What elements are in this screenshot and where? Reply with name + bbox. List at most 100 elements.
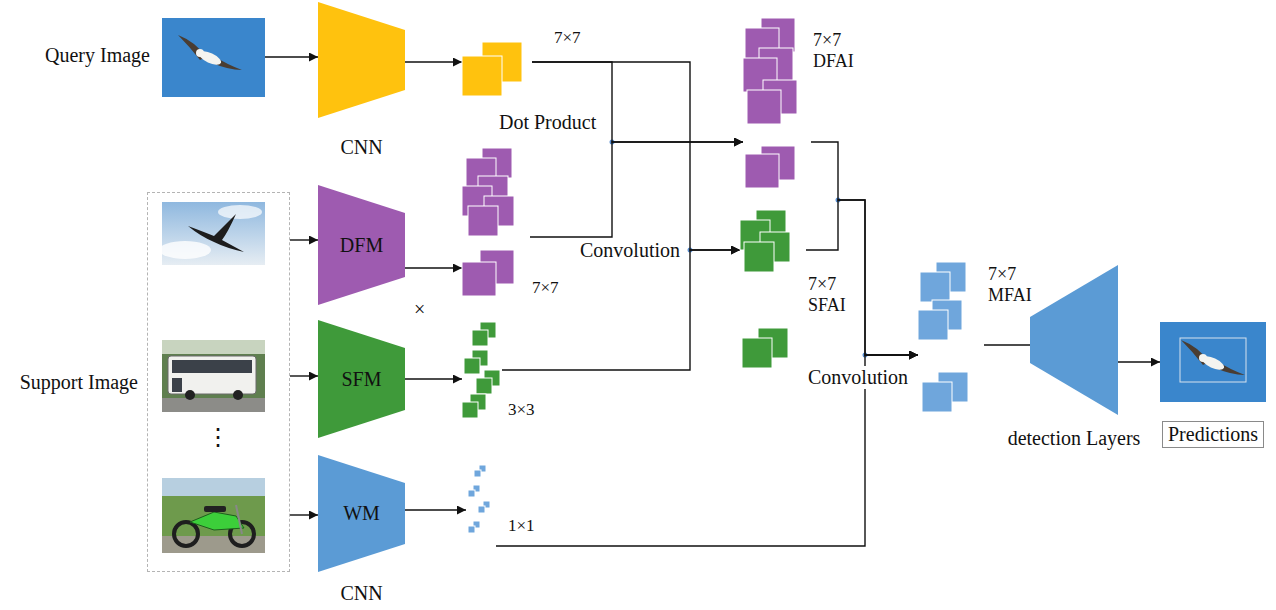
label-holder: Convolution (806, 366, 910, 389)
support-bus-photo (233, 390, 243, 400)
node-caption: 3×3 (508, 400, 548, 420)
feature-stack (740, 210, 806, 385)
text-holder: Support Image (3, 371, 138, 394)
cnn-backbone: CNN (318, 2, 405, 118)
feature-square (742, 338, 772, 368)
feature-square (468, 206, 498, 236)
gull-figure (178, 35, 206, 60)
feature-square (476, 378, 492, 394)
feature-square (462, 56, 502, 96)
connector (502, 250, 740, 370)
node-caption: CNN (298, 136, 425, 159)
module-shape (318, 455, 405, 572)
support-motorcycle-photo (204, 506, 226, 512)
node-caption: 1×1 (508, 516, 548, 536)
feature-square (918, 310, 948, 340)
connector (290, 514, 318, 515)
support-motorcycle-photo (162, 478, 265, 496)
text-holder: Query Image (10, 44, 150, 67)
feature-square (468, 490, 475, 497)
operation-label: Convolution (578, 239, 682, 262)
connector (290, 375, 318, 376)
module-name: DFM (340, 234, 383, 257)
text-holder: WM (318, 455, 405, 572)
text-holder: 7×7 DFAI (813, 30, 865, 71)
feature-square (468, 526, 475, 533)
module-shape (318, 185, 405, 305)
label-holder: Convolution (578, 239, 682, 262)
node-caption: 7×7 DFAI (813, 30, 865, 71)
feature-square (747, 90, 781, 124)
query-photo (162, 18, 265, 97)
feature-square (462, 402, 478, 418)
support-set: Support Image (147, 192, 290, 572)
text-holder: 3×3 (508, 400, 548, 420)
node-caption: Predictions (1162, 421, 1264, 448)
gull-figure (1181, 340, 1245, 375)
support-bus-photo (162, 340, 265, 412)
feature-square (478, 506, 485, 513)
connector (405, 267, 462, 268)
sfai-feature-map: 7×7 SFAI (740, 210, 806, 385)
trapezoid-block (1030, 265, 1118, 415)
text-holder: 7×7 MFAI (988, 264, 1040, 305)
query-image: Query Image (162, 18, 265, 97)
module-shape (1030, 265, 1118, 415)
support-bus-photo (168, 356, 256, 394)
dfm-module: DFM (318, 185, 405, 305)
text-holder: CNN (298, 136, 425, 159)
ellipsis-mark: ⋮ (206, 424, 230, 452)
text-holder: 7×7 SFAI (808, 274, 860, 315)
text-holder: DFM (318, 185, 405, 305)
node-caption: Query Image (10, 44, 150, 67)
wm-module: WMCNN (318, 455, 405, 572)
module-name: SFM (341, 368, 381, 391)
operation-label: Convolution (806, 366, 910, 389)
text-holder: 7×7 (554, 28, 594, 48)
gull-figure (196, 49, 204, 57)
connector (405, 61, 462, 62)
operation-label: Dot Product (497, 111, 598, 134)
text-holder: SFM (318, 320, 405, 438)
text-holder: detection Layers (990, 427, 1158, 450)
node-caption: CNN (298, 582, 425, 605)
support-motorcycle-photo (162, 478, 265, 553)
text-holder: 7×7 (532, 278, 572, 298)
connector (265, 56, 318, 57)
node-caption: 7×7 MFAI (988, 264, 1040, 305)
support-motorcycle-photo (174, 522, 198, 546)
feature-stack (466, 462, 496, 552)
module-shape (318, 2, 405, 118)
module-name: WM (343, 502, 380, 525)
label-holder: × (414, 298, 425, 321)
node-caption: Support Image (3, 371, 138, 394)
text-holder: Predictions (1148, 421, 1276, 448)
support-bus-photo (172, 378, 182, 392)
gull-figure (1199, 354, 1207, 362)
sfm-kernel: 3×3 (462, 318, 502, 418)
support-bird-photo (188, 214, 244, 252)
support-motorcycle-photo (236, 505, 242, 534)
sfm-module: SFM (318, 320, 405, 438)
connector (496, 355, 918, 546)
detection-layers: detection Layers (1030, 265, 1118, 415)
connector (532, 62, 740, 250)
prediction-photo (1160, 322, 1266, 402)
gull-figure (1181, 340, 1209, 365)
connector (405, 509, 466, 510)
connector (984, 344, 1030, 345)
module-shape (318, 320, 405, 438)
support-bus-photo (162, 340, 265, 354)
query-photo (162, 18, 265, 97)
node-caption: 7×7 (532, 278, 572, 298)
support-bus-photo (162, 340, 265, 412)
node-caption: 7×7 (554, 28, 594, 48)
prediction-output: Predictions (1160, 322, 1266, 402)
feature-stack (743, 18, 811, 188)
support-bus-photo (172, 360, 252, 373)
prediction-photo (1180, 338, 1246, 382)
gull-figure (178, 35, 242, 70)
feature-square (462, 262, 496, 296)
feature-square (472, 330, 488, 346)
label-holder: ⋮ (206, 424, 230, 452)
